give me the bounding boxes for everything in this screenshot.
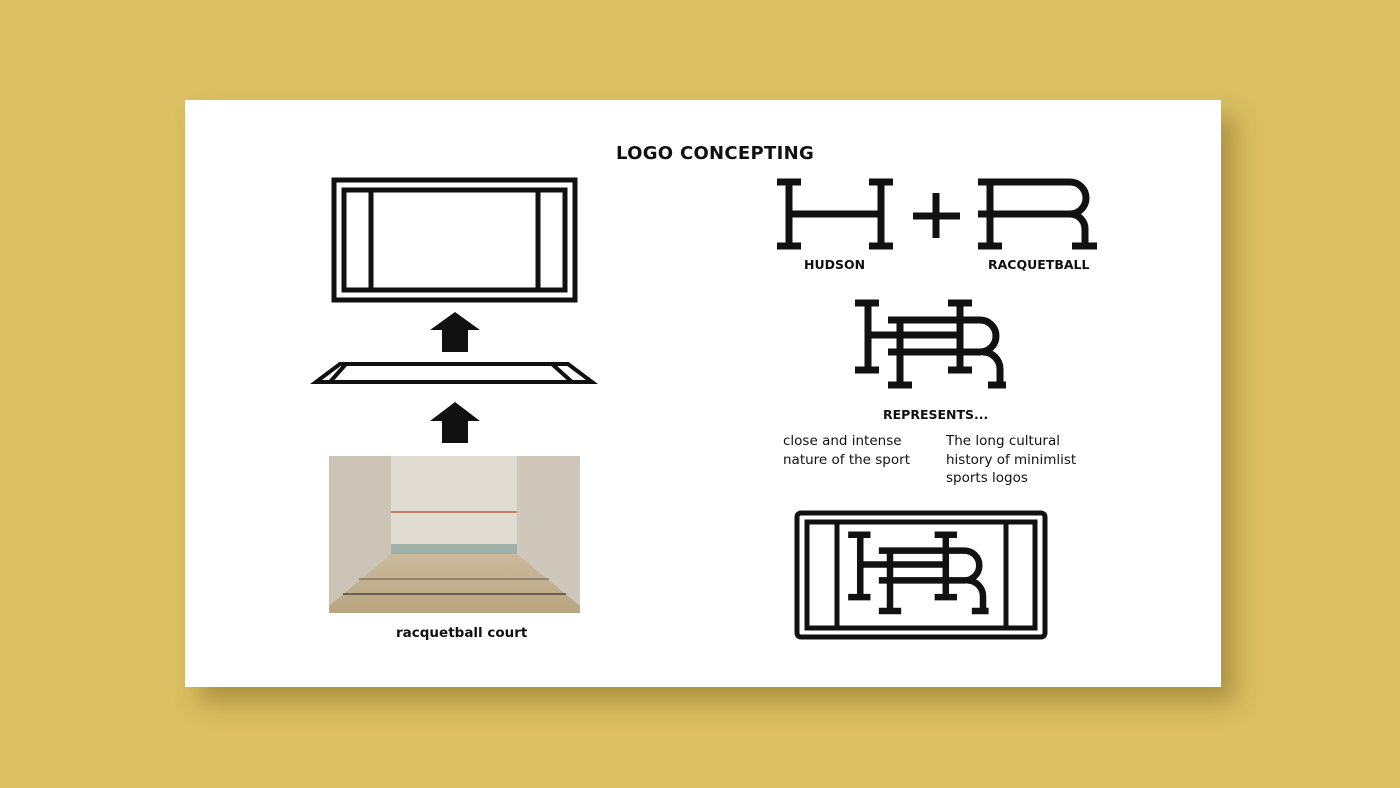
final-logo-badge <box>794 510 1048 640</box>
represents-left-text: close and intense nature of the sport <box>783 433 910 468</box>
letter-r-logo <box>978 178 1097 250</box>
arrow-up-icon <box>430 312 480 352</box>
court-perspective-icon <box>310 362 598 384</box>
letter-h-logo <box>777 178 893 250</box>
slide-title: LOGO CONCEPTING <box>615 143 815 164</box>
hr-monogram <box>855 303 1006 385</box>
racquetball-label: RACQUETBALL <box>988 257 1090 272</box>
court-top-view-icon <box>331 177 578 303</box>
photo-caption: racquetball court <box>396 625 528 641</box>
arrow-up-icon <box>430 402 480 443</box>
hudson-label: HUDSON <box>804 257 866 272</box>
represents-heading: REPRESENTS... <box>883 407 989 422</box>
plus-icon <box>913 193 960 238</box>
final-logo-monogram <box>848 535 988 611</box>
racquetball-court-photo <box>329 456 580 613</box>
represents-right-text: The long cultural history of minimlist s… <box>946 433 1077 486</box>
